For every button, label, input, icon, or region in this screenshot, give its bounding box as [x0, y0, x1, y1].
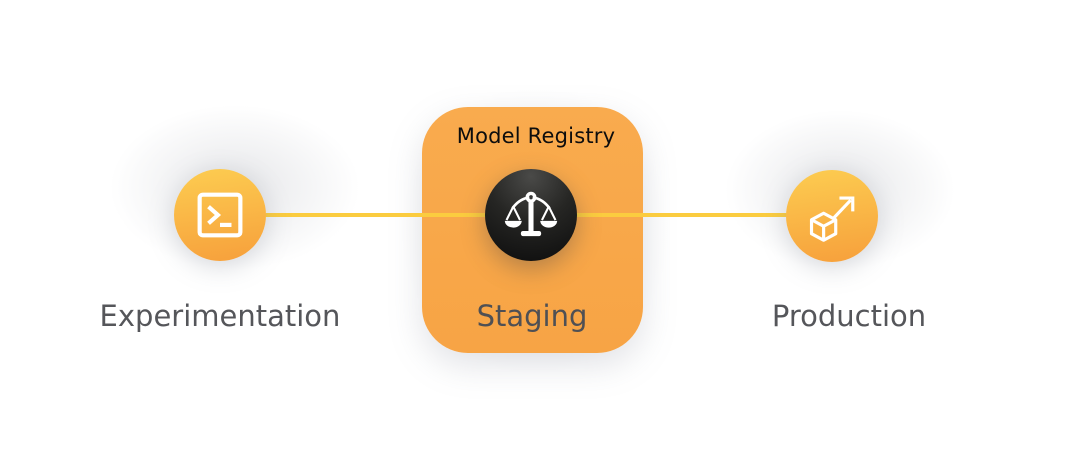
staging-label: Staging	[476, 299, 588, 333]
experimentation-label: Experimentation	[99, 299, 341, 333]
staging-node	[485, 169, 577, 261]
experimentation-node	[174, 169, 266, 261]
model-registry-title: Model Registry	[456, 124, 616, 148]
cube-arrow-icon	[809, 196, 855, 242]
terminal-icon	[197, 192, 243, 238]
production-label: Production	[771, 299, 927, 333]
production-node	[786, 170, 878, 262]
scales-icon	[504, 191, 558, 237]
